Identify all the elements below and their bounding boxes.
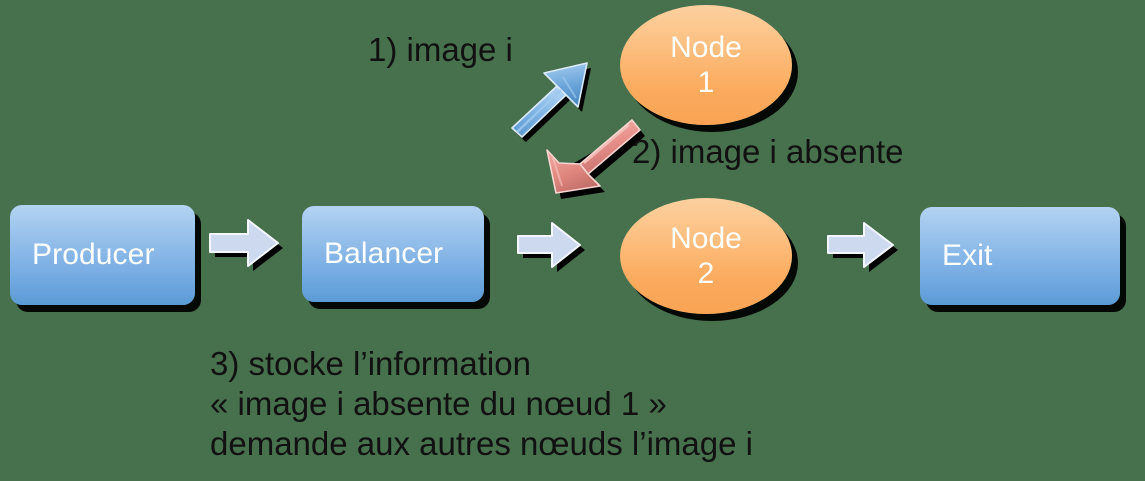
- note-line-3: demande aux autres nœuds l’image i: [210, 425, 753, 462]
- arrow-node2-to-exit: [827, 222, 904, 284]
- process-box-exit[interactable]: Exit: [920, 207, 1120, 305]
- process-box-label: Balancer: [324, 237, 444, 270]
- arrow-balancer-to-node2: [517, 222, 590, 284]
- process-box-producer[interactable]: Producer: [10, 205, 195, 305]
- arrow-balancer-to-node1-up-right: [505, 55, 610, 142]
- caption-step-1: 1) image i: [368, 31, 513, 68]
- note-line-1: 3) stocke l’information: [210, 345, 531, 382]
- node-label-index: 1: [697, 66, 715, 99]
- caption-step-2: 2) image i absente: [632, 133, 904, 170]
- process-box-balancer[interactable]: Balancer: [302, 206, 484, 302]
- arrow-producer-to-balancer: [209, 218, 288, 286]
- node-ellipse-node2[interactable]: Node 2: [620, 198, 792, 314]
- process-box-label: Exit: [942, 239, 993, 272]
- node-label-primary: Node: [670, 221, 742, 255]
- node-label-index: 2: [697, 257, 715, 290]
- node-ellipse-node1[interactable]: Node 1: [620, 5, 792, 125]
- arrow-node1-to-balancer-down-left: [528, 112, 650, 200]
- note-step-3: 3) stocke l’information « image i absent…: [210, 344, 753, 464]
- note-line-2: « image i absente du nœud 1 »: [210, 385, 667, 422]
- process-box-label: Producer: [32, 238, 155, 271]
- node-label-primary: Node: [670, 30, 742, 64]
